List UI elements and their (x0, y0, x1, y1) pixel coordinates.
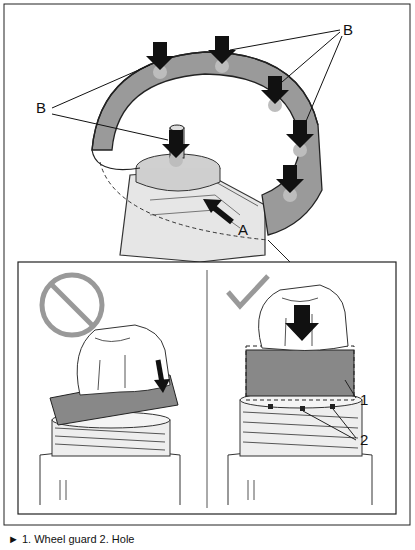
callout-letter: B (343, 22, 353, 37)
callout-number: 1 (360, 392, 368, 407)
callout-number: 2 (360, 432, 368, 447)
callout-letter: B (36, 100, 46, 115)
callout-letter: A (238, 222, 248, 237)
caption: ► 1. Wheel guard 2. Hole (8, 533, 134, 545)
